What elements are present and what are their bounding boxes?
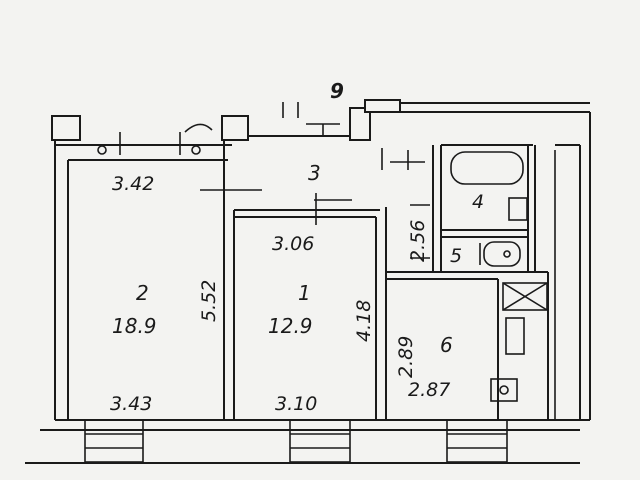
- room-5-number: 5: [450, 245, 462, 267]
- entrance-number: 9: [330, 79, 344, 103]
- kitchen-sink: [505, 317, 525, 355]
- room-6-height-dim: 2.89: [395, 336, 417, 378]
- stove: [490, 378, 518, 402]
- labels: 9 3.42 2 18.9 5.52 3.43 3 2.56 3.06 1 12…: [110, 79, 484, 415]
- room-2-bottom-dim: 3.43: [110, 393, 152, 415]
- room-6-number: 6: [440, 333, 453, 357]
- bath-sink: [508, 197, 528, 221]
- room-2-height-dim: 5.52: [198, 280, 220, 322]
- room-1-height-dim: 4.18: [353, 300, 375, 342]
- room-2-top-dim: 3.42: [112, 173, 154, 195]
- window-room-1: [289, 419, 351, 463]
- room-3-side-dim: 2.56: [407, 220, 429, 262]
- room-1-top-dim: 3.06: [272, 233, 314, 255]
- window-room-2: [84, 419, 144, 463]
- bathtub: [450, 151, 524, 185]
- window-room-6: [446, 419, 508, 463]
- room-4-number: 4: [472, 191, 484, 213]
- room-1-area: 12.9: [268, 314, 313, 338]
- room-1-number: 1: [298, 281, 311, 305]
- room-6-bottom-dim: 2.87: [408, 379, 450, 401]
- windows: [84, 419, 508, 463]
- ventilation-shaft: [502, 282, 548, 311]
- columns: [51, 99, 401, 141]
- room-1-bottom-dim: 3.10: [275, 393, 317, 415]
- room-2-area: 18.9: [112, 314, 157, 338]
- toilet: [483, 241, 521, 267]
- room-2-number: 2: [136, 281, 149, 305]
- room-3-number: 3: [308, 161, 321, 185]
- fixtures: [97, 102, 556, 420]
